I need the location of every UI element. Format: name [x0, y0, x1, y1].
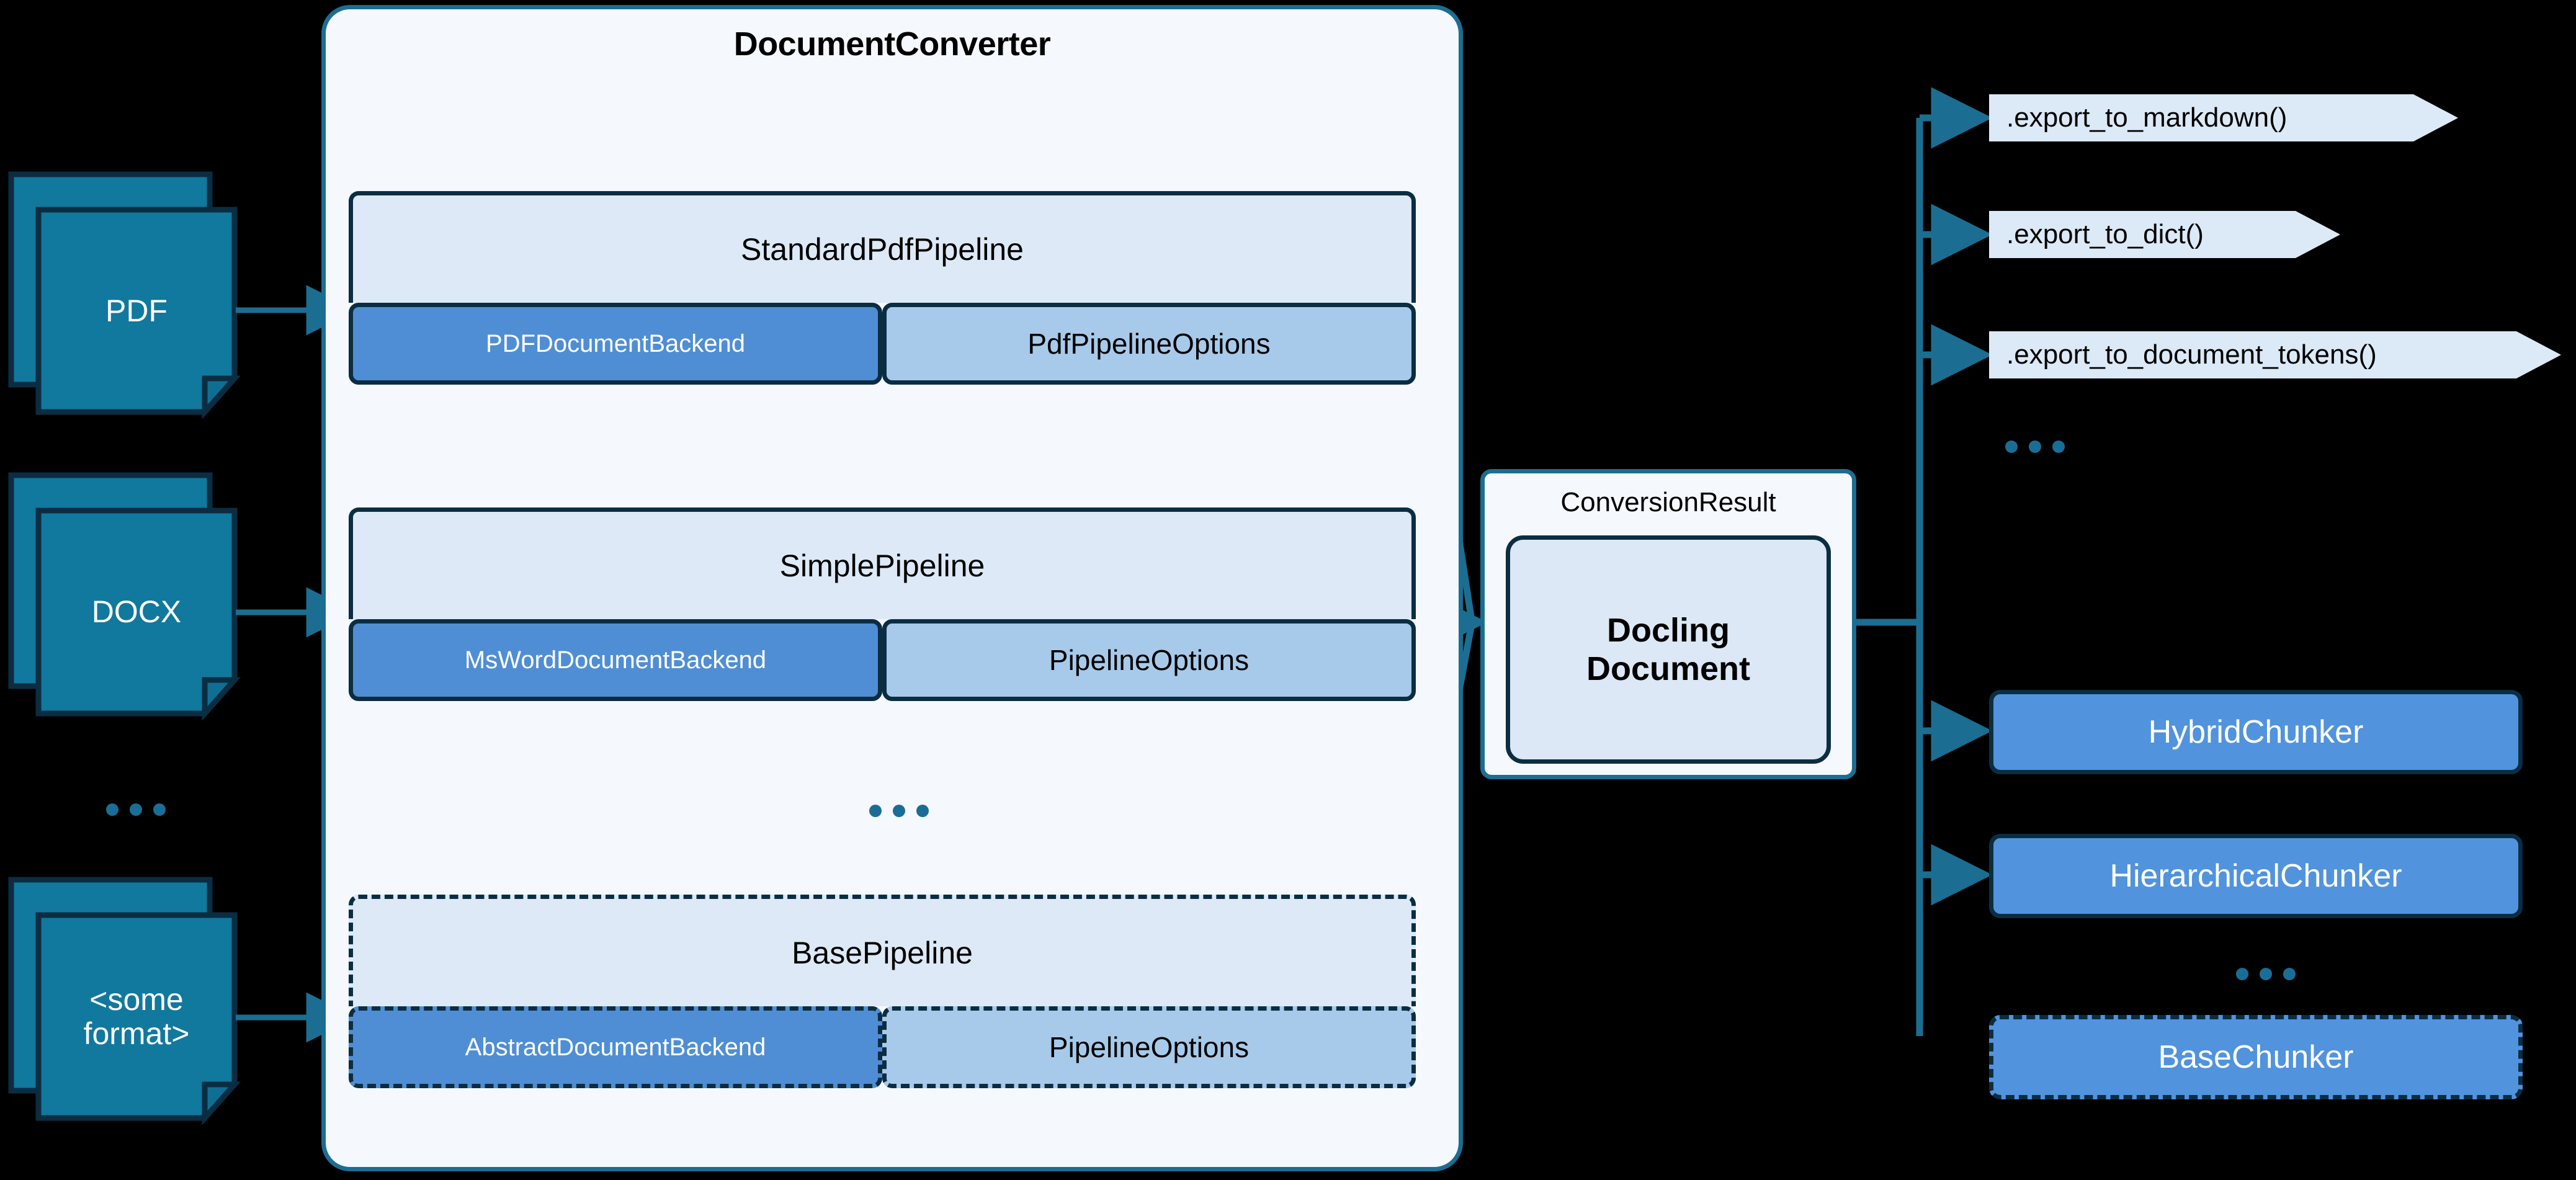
pipeline-standard-pdf: StandardPdfPipeline PDFDocumentBackend P…: [349, 191, 1416, 385]
docling-document-text: Docling Document: [1586, 611, 1750, 687]
converter-ellipsis: [869, 805, 929, 817]
pipeline-standard-pdf-options[interactable]: PdfPipelineOptions: [882, 303, 1416, 385]
chunkers-ellipsis: [2236, 968, 2296, 980]
chunker-hierarchical-label: HierarchicalChunker: [2109, 858, 2402, 894]
pipeline-base: BasePipeline AbstractDocumentBackend Pip…: [349, 895, 1416, 1088]
docx-label-text: DOCX: [91, 594, 182, 629]
docling-document-box[interactable]: Docling Document: [1506, 535, 1831, 764]
input-ellipsis: [106, 803, 166, 816]
some-format-label-text: <some format>: [83, 981, 190, 1051]
output-branch-arrows: [1920, 87, 1993, 906]
ellipsis-dot: [153, 803, 166, 816]
pipeline-simple: SimplePipeline MsWordDocumentBackend Pip…: [349, 507, 1416, 701]
ellipsis-dot: [2236, 968, 2248, 980]
export-to-dict-label: .export_to_dict(): [2006, 219, 2204, 249]
ellipsis-dot: [130, 803, 142, 816]
chunker-hybrid-label: HybridChunker: [2148, 714, 2364, 750]
chunker-base[interactable]: BaseChunker: [1989, 1015, 2523, 1099]
ellipsis-dot: [2005, 440, 2018, 453]
export-to-markdown-label: .export_to_markdown(): [2006, 102, 2288, 133]
result-output-trunk: [1856, 118, 1923, 1036]
conversion-result-panel: ConversionResult Docling Document: [1480, 469, 1856, 779]
some-format-label: <some format>: [38, 915, 235, 1118]
export-to-dict-chip[interactable]: .export_to_dict(): [1989, 211, 2296, 258]
pipeline-standard-pdf-row: PDFDocumentBackend PdfPipelineOptions: [349, 303, 1416, 385]
pdf-label: PDF: [38, 210, 235, 412]
ellipsis-dot: [893, 805, 905, 817]
conversion-result-label: ConversionResult: [1560, 487, 1776, 517]
ellipsis-dot: [2260, 968, 2272, 980]
pipeline-standard-pdf-backend[interactable]: PDFDocumentBackend: [349, 303, 882, 385]
pipeline-simple-options[interactable]: PipelineOptions: [882, 619, 1416, 701]
export-to-document-tokens-chip[interactable]: .export_to_document_tokens(): [1989, 331, 2516, 378]
pipeline-simple-row: MsWordDocumentBackend PipelineOptions: [349, 619, 1416, 701]
pdf-label-text: PDF: [105, 293, 168, 328]
pipeline-base-header[interactable]: BasePipeline: [349, 895, 1416, 1006]
exports-ellipsis: [2005, 440, 2065, 453]
pipeline-base-row: AbstractDocumentBackend PipelineOptions: [349, 1006, 1416, 1088]
export-to-markdown-chip[interactable]: .export_to_markdown(): [1989, 94, 2413, 141]
pipeline-base-options[interactable]: PipelineOptions: [882, 1006, 1416, 1088]
ellipsis-dot: [2029, 440, 2041, 453]
pipeline-simple-backend[interactable]: MsWordDocumentBackend: [349, 619, 882, 701]
pipeline-base-backend[interactable]: AbstractDocumentBackend: [349, 1006, 882, 1088]
chunker-base-label: BaseChunker: [2158, 1039, 2354, 1075]
ellipsis-dot: [2283, 968, 2296, 980]
pipeline-simple-header[interactable]: SimplePipeline: [349, 507, 1416, 619]
document-converter-title: DocumentConverter: [733, 25, 1051, 63]
docx-label: DOCX: [38, 511, 235, 713]
ellipsis-dot: [916, 805, 929, 817]
ellipsis-dot: [106, 803, 119, 816]
export-to-document-tokens-label: .export_to_document_tokens(): [2006, 339, 2377, 370]
chunker-hybrid[interactable]: HybridChunker: [1989, 690, 2523, 774]
chunker-hierarchical[interactable]: HierarchicalChunker: [1989, 834, 2523, 918]
ellipsis-dot: [2052, 440, 2065, 453]
ellipsis-dot: [869, 805, 882, 817]
pipeline-standard-pdf-header[interactable]: StandardPdfPipeline: [349, 191, 1416, 303]
